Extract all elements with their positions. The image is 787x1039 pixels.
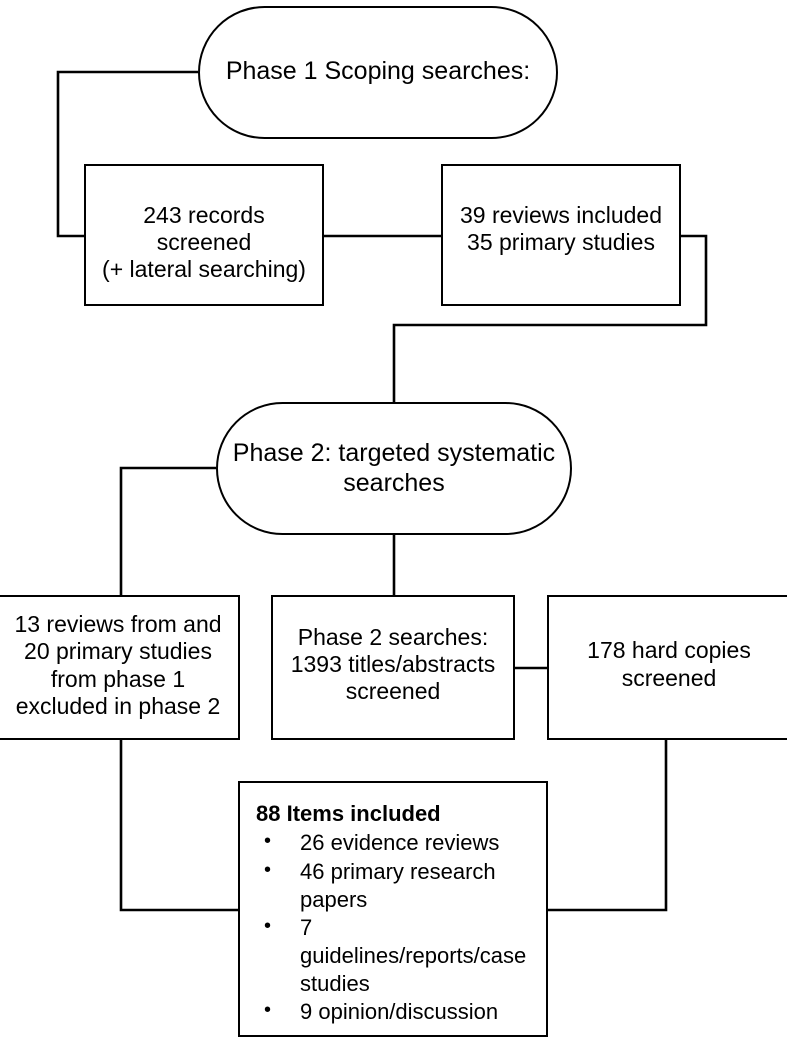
node-hard-copies-screened[interactable]: 178 hard copies screened [547,595,787,740]
connector-hardcopies-to-items [548,740,668,912]
list-item-label: 26 evidence reviews [300,830,500,856]
bullet-icon: • [264,830,272,853]
node-excluded-label: 13 reviews from and 20 primary studies f… [14,611,222,719]
node-reviews-included[interactable]: 39 reviews included 35 primary studies [441,164,681,306]
node-reviews-included-label: 39 reviews included 35 primary studies [459,202,662,256]
node-phase1-scoping-searches[interactable]: Phase 1 Scoping searches: [198,6,558,139]
node-excluded-from-phase2[interactable]: 13 reviews from and 20 primary studies f… [0,595,240,740]
list-item: • 46 primary research papers [256,858,540,914]
bullet-icon: • [264,858,272,881]
node-phase1-label: Phase 1 Scoping searches: [225,56,531,85]
node-titles-screened-label: Phase 2 searches: 1393 titles/abstracts … [290,623,496,705]
items-included-content: 88 Items included • 26 evidence reviews … [240,783,546,1026]
node-records-screened-label: 243 records screened (+ lateral searchin… [102,202,306,283]
items-included-list: • 26 evidence reviews • 46 primary resea… [256,829,540,1026]
list-item: • 7 guidelines/reports/case studies [256,914,540,998]
node-phase2-label: Phase 2: targeted systematic searches [232,439,556,497]
list-item: • 26 evidence reviews [256,829,540,857]
node-hard-copies-label: 178 hard copies screened [587,637,751,691]
list-item-label: 9 opinion/discussion [300,999,499,1025]
bullet-icon: • [264,914,272,937]
bullet-icon: • [264,999,272,1022]
node-titles-abstracts-screened[interactable]: Phase 2 searches: 1393 titles/abstracts … [271,595,515,740]
list-item-label: 7 guidelines/reports/case studies [300,914,527,997]
list-item: • 9 opinion/discussion [256,998,540,1026]
node-records-screened[interactable]: 243 records screened (+ lateral searchin… [84,164,324,306]
node-items-included[interactable]: 88 Items included • 26 evidence reviews … [238,781,548,1037]
connector-phase2-to-excluded [119,466,216,595]
connector-excluded-to-items [119,740,238,912]
list-item-label: 46 primary research papers [300,858,496,912]
node-phase2-targeted-systematic-searches[interactable]: Phase 2: targeted systematic searches [216,402,572,535]
items-included-heading: 88 Items included [256,801,441,826]
